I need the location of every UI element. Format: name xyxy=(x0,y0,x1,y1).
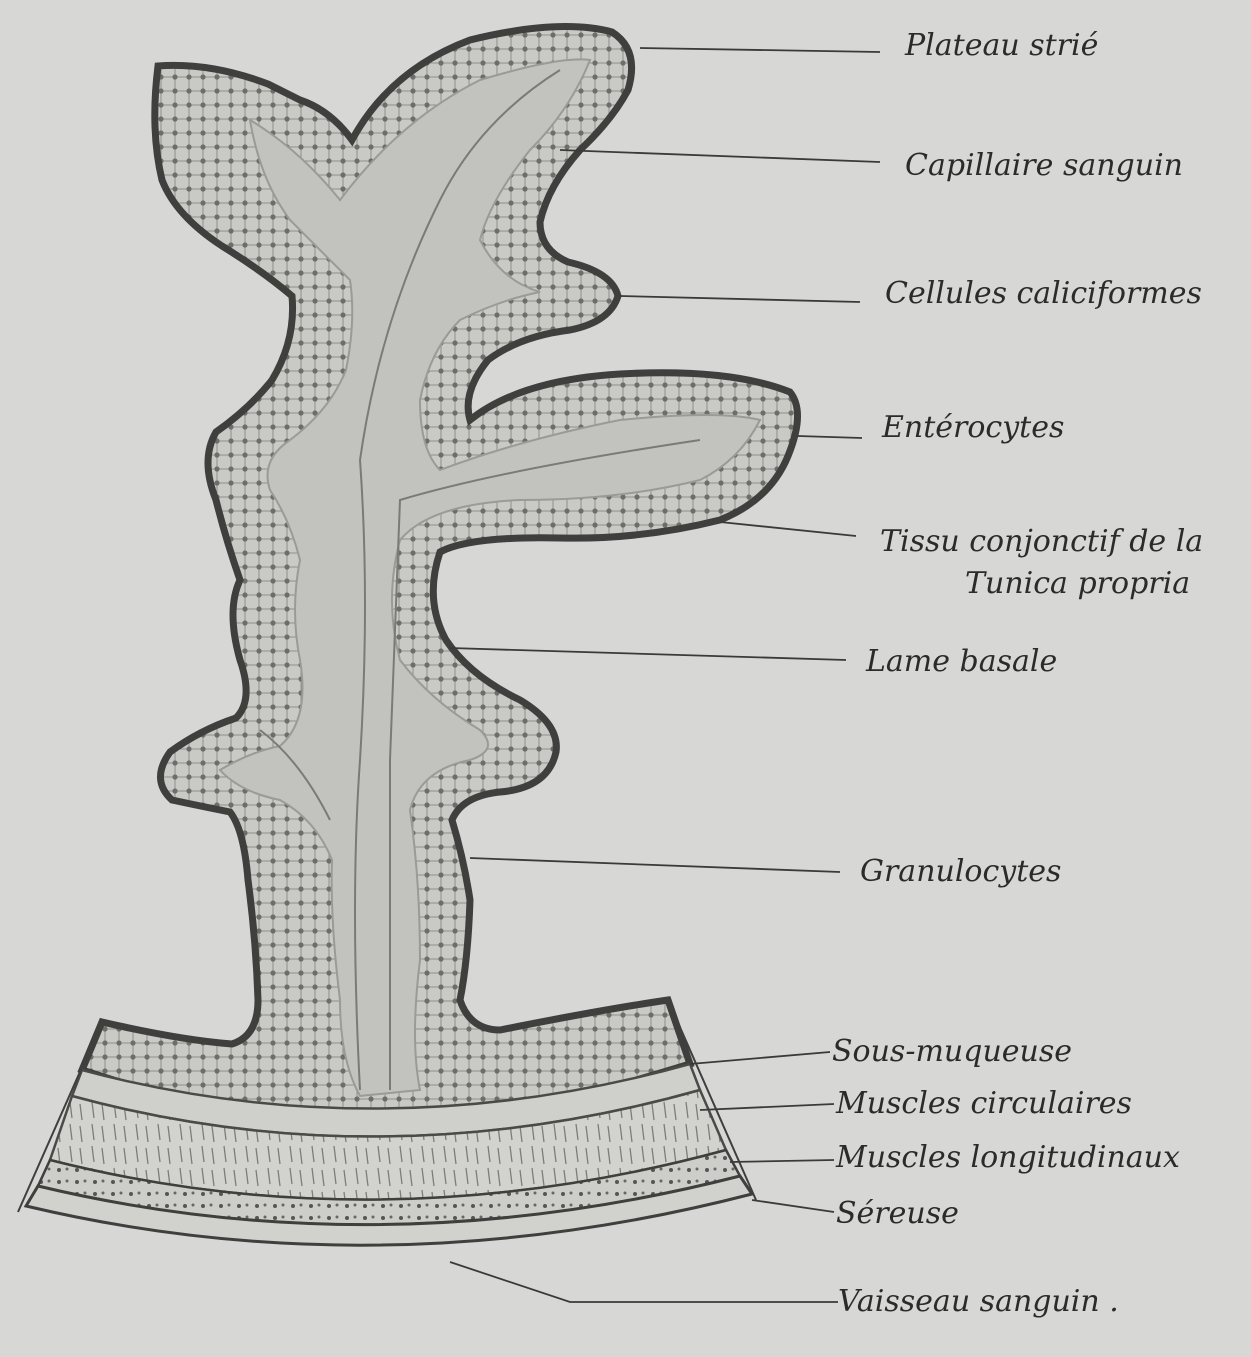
label-vaisseau-sanguin: Vaisseau sanguin . xyxy=(838,1286,1119,1318)
label-capillaire-sanguin: Capillaire sanguin xyxy=(905,150,1183,182)
label-muscles-longitudinaux: Muscles longitudinaux xyxy=(836,1142,1180,1174)
label-muscles-circulaires: Muscles circulaires xyxy=(836,1088,1132,1120)
label-lame-basale: Lame basale xyxy=(866,646,1057,678)
label-tunica-propria: Tunica propria xyxy=(965,568,1190,600)
label-granulocytes: Granulocytes xyxy=(860,856,1061,888)
label-plateau-strie: Plateau strié xyxy=(905,30,1098,62)
label-sereuse: Séreuse xyxy=(836,1198,959,1230)
label-enterocytes: Entérocytes xyxy=(882,412,1064,444)
label-sous-muqueuse: Sous-muqueuse xyxy=(832,1036,1072,1068)
label-tissu-conjonctif: Tissu conjonctif de la xyxy=(880,526,1203,558)
label-cellules-caliciformes: Cellules caliciformes xyxy=(885,278,1202,310)
